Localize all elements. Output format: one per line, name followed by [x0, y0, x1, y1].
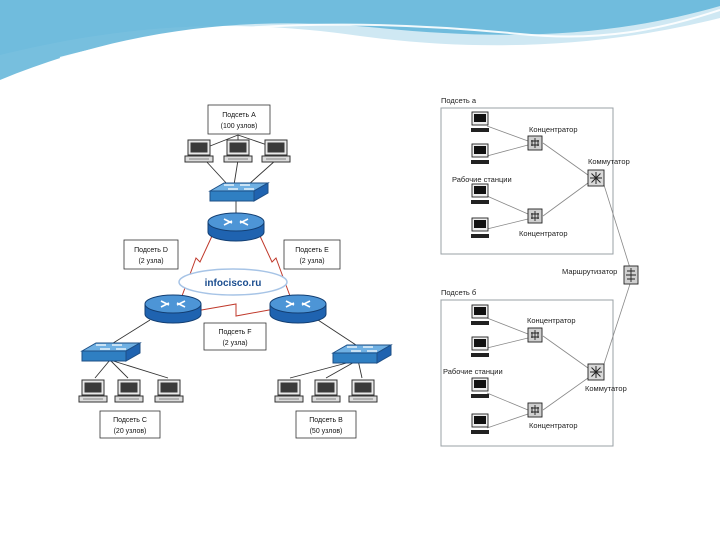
pc-icon	[311, 379, 341, 403]
switch-icon	[209, 182, 269, 202]
label-subnet-d: Подсеть D (2 узла)	[123, 239, 179, 270]
panel-title-a: Подсеть а	[441, 96, 477, 105]
label-subnet-f: Подсеть F (2 узла)	[203, 322, 267, 351]
logo: infocisco.ru	[178, 268, 288, 296]
pc-icon	[114, 379, 144, 403]
pc-icon	[261, 139, 291, 163]
svg-text:(2 узла): (2 узла)	[222, 340, 247, 347]
router-icon	[144, 294, 202, 324]
svg-text:(2 узла): (2 узла)	[299, 258, 324, 265]
hub-icon	[527, 135, 543, 151]
pc-icon	[78, 379, 108, 403]
svg-text:(2 узла): (2 узла)	[138, 258, 163, 265]
pc-icon	[223, 139, 253, 163]
label-hub-bottom-a: Концентратор	[519, 229, 568, 238]
workstation-icon	[470, 217, 490, 239]
label-switch-a: Коммутатор	[588, 157, 630, 166]
label-hub-top-a: Концентратор	[529, 125, 578, 134]
pc-icon	[274, 379, 304, 403]
label-subnet-a: Подсеть А (100 узлов)	[207, 104, 271, 135]
label-subnet-e: Подсеть Е (2 узла)	[283, 239, 341, 270]
switch-icon	[81, 342, 141, 362]
router-icon	[269, 294, 327, 324]
label-subnet-c: Подсеть С (20 узлов)	[99, 410, 161, 439]
svg-text:Подсеть F: Подсеть F	[218, 329, 251, 336]
router-icon	[207, 212, 265, 242]
hub-icon	[527, 327, 543, 343]
router-icon	[623, 265, 639, 285]
hub-icon	[527, 208, 543, 224]
label-workstations-b: Рабочие станции	[443, 367, 503, 376]
workstation-icon	[470, 336, 490, 358]
links-panel-a	[486, 125, 631, 269]
right-topology: Подсеть а Подсеть б	[440, 96, 639, 447]
logo-text: infocisco.ru	[205, 278, 262, 289]
workstation-icon	[470, 377, 490, 399]
left-links	[94, 134, 363, 379]
label-subnet-b: Подсеть В (50 узлов)	[295, 410, 357, 439]
pc-icon	[154, 379, 184, 403]
svg-text:Подсеть Е: Подсеть Е	[295, 247, 329, 254]
workstation-icon	[470, 183, 490, 205]
label-switch-b: Коммутатор	[585, 384, 627, 393]
links-panel-b	[486, 283, 631, 429]
switch-icon	[332, 344, 392, 364]
svg-text:Подсеть D: Подсеть D	[134, 247, 168, 254]
label-router: Маршрутизатор	[562, 267, 617, 276]
switch-icon	[587, 363, 605, 381]
workstation-icon	[470, 143, 490, 165]
svg-text:Подсеть В: Подсеть В	[309, 417, 343, 424]
header-wave	[0, 0, 720, 80]
panel-subnet-a	[440, 107, 614, 255]
svg-text:(50 узлов): (50 узлов)	[310, 428, 343, 435]
svg-text:(20 узлов): (20 узлов)	[114, 428, 147, 435]
pc-icon	[348, 379, 378, 403]
workstation-icon	[470, 111, 490, 133]
workstation-icon	[470, 304, 490, 326]
svg-text:Подсеть А: Подсеть А	[222, 112, 256, 119]
hub-icon	[527, 402, 543, 418]
svg-text:Подсеть С: Подсеть С	[113, 417, 147, 424]
label-hub-top-b: Концентратор	[527, 316, 576, 325]
svg-text:(100 узлов): (100 узлов)	[221, 123, 258, 130]
label-hub-bottom-b: Концентратор	[529, 421, 578, 430]
label-workstations-a: Рабочие станции	[452, 175, 512, 184]
panel-title-b: Подсеть б	[441, 288, 476, 297]
pc-icon	[184, 139, 214, 163]
switch-icon	[587, 169, 605, 187]
panel-subnet-b	[440, 299, 614, 447]
left-topology: infocisco.ru Подсеть А (100 узлов) Подсе…	[78, 104, 392, 439]
workstation-icon	[470, 413, 490, 435]
